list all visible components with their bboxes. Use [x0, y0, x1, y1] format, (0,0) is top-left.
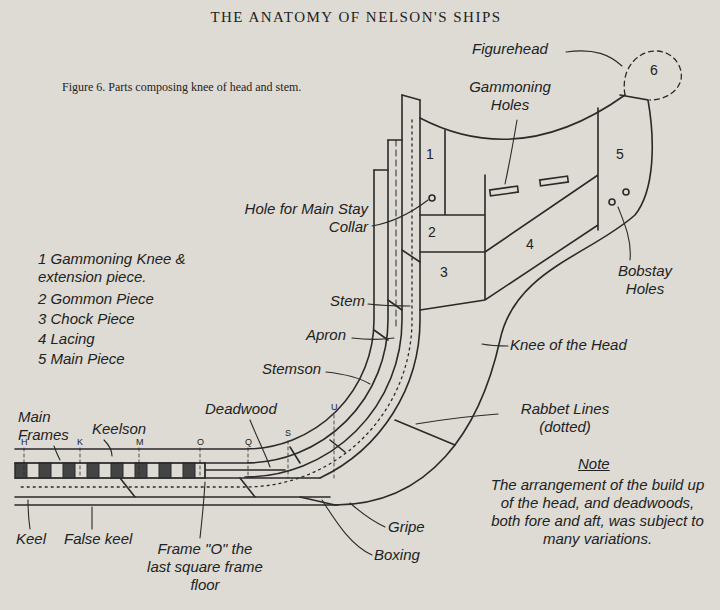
frame-station: Q: [245, 437, 252, 448]
key-entry: 5 Main Piece: [38, 350, 125, 368]
boxing-joint: [300, 497, 335, 505]
frame-block: [63, 463, 75, 478]
frame-block: [111, 463, 123, 478]
keel-bottom-line: [15, 496, 330, 498]
part-label: Knee of the Head: [510, 336, 627, 354]
note-text: The arrangement of the build up of the h…: [490, 476, 705, 548]
rabbet-line: [20, 120, 412, 487]
leader-line: [104, 440, 112, 456]
frame-block: [183, 463, 195, 478]
key-entry: 4 Lacing: [38, 330, 95, 348]
gripe-joint: [395, 420, 455, 445]
frame-station: O: [197, 437, 204, 448]
figurehead-outline: [624, 51, 681, 100]
leader-line: [54, 446, 60, 460]
leader-line: [416, 414, 498, 424]
knee-outer-profile: [335, 95, 652, 505]
part-label: Frame "O" the last square frame floor: [145, 540, 265, 594]
leader-line: [505, 120, 517, 184]
leader-line: [566, 51, 622, 66]
main-stay-collar-hole: [429, 195, 435, 201]
frame-station: U: [331, 402, 338, 413]
leader-line: [326, 372, 370, 384]
deadwood-lines: [205, 463, 285, 478]
callout-number: 2: [428, 224, 436, 241]
leader-line: [28, 500, 30, 529]
bobstay-hole: [609, 199, 615, 205]
frame-block: [159, 463, 171, 478]
frame-block: [15, 463, 27, 478]
frame-block: [135, 463, 147, 478]
callout-number: 6: [650, 62, 658, 79]
leader-line: [322, 500, 372, 555]
frame-station-lines: [24, 415, 334, 478]
bobstay-hole: [623, 189, 629, 195]
gammoning-hole: [540, 176, 569, 186]
callout-number: 5: [616, 146, 624, 163]
callout-number: 1: [426, 146, 434, 163]
false-keel-line: [15, 504, 338, 506]
part-label: False keel: [64, 530, 132, 548]
part-label: Boxing: [374, 546, 420, 564]
frame-station: H: [21, 437, 28, 448]
main-frames: [15, 463, 205, 478]
part-label: Keel: [16, 530, 46, 548]
keel-scarf: [120, 478, 255, 497]
part-label: Gripe: [388, 518, 425, 536]
part-label: Apron: [306, 326, 346, 344]
leader-line: [618, 207, 630, 260]
figure-caption: Figure 6. Parts composing knee of head a…: [62, 80, 392, 94]
callout-number: 3: [440, 264, 448, 281]
piece-divisions: [420, 108, 598, 310]
key-entry: 2 Gommon Piece: [38, 290, 154, 308]
stemson-keelson-edge: [15, 170, 374, 449]
stem-fore-edge: [320, 100, 420, 478]
leader-line: [350, 503, 385, 527]
part-label: Bobstay Holes: [600, 262, 690, 298]
part-label: Gammoning Holes: [455, 78, 565, 114]
part-label: Keelson: [92, 420, 146, 438]
leader-line: [250, 420, 270, 467]
frame-station: M: [136, 437, 144, 448]
leader-line: [372, 200, 428, 226]
dashed-line: [396, 140, 397, 330]
key-entry: 1 Gammoning Knee & extension piece.: [38, 250, 253, 286]
part-label: Hole for Main Stay Collar: [238, 200, 368, 236]
part-label: Figurehead: [472, 40, 548, 58]
frame-row-outline: [15, 463, 205, 478]
frame-station: K: [77, 437, 83, 448]
callout-number: 4: [526, 236, 534, 253]
gammoning-hole: [490, 186, 519, 196]
leader-line: [482, 344, 508, 346]
leader-line: [368, 304, 410, 306]
leader-line: [352, 338, 394, 340]
part-label: Stem: [330, 292, 365, 310]
note-heading: Note: [578, 455, 610, 473]
frame-block: [87, 463, 99, 478]
leader-line: [91, 507, 92, 529]
keelson-bottom-line: [15, 462, 205, 464]
running-head: THE ANATOMY OF NELSON'S SHIPS: [0, 8, 716, 26]
part-label: Stemson: [262, 360, 321, 378]
key-entry: 3 Chock Piece: [38, 310, 135, 328]
frame-station: S: [285, 428, 291, 439]
apron-aft-edge: [205, 140, 388, 463]
part-label: Rabbet Lines (dotted): [500, 400, 630, 436]
scarf-joints: [290, 250, 420, 463]
part-label: Deadwood: [205, 400, 277, 418]
frame-block: [39, 463, 51, 478]
leader-line: [200, 482, 205, 538]
timber-ends: [374, 95, 420, 170]
